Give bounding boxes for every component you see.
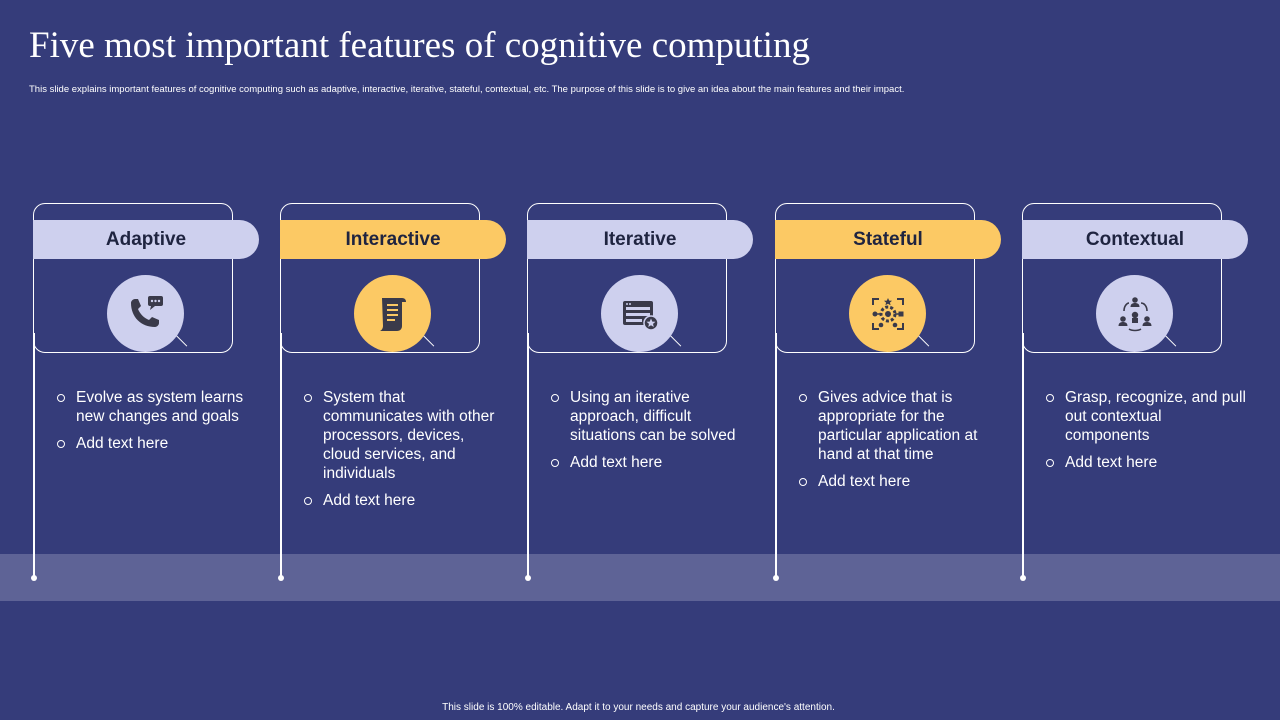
network-gear-icon — [849, 275, 926, 352]
card-frame — [527, 203, 727, 353]
point-text: System that communicates with other proc… — [323, 389, 495, 482]
feature-label-adaptive: Adaptive — [33, 220, 259, 259]
point-text: Add text here — [76, 435, 169, 452]
feature-label-iterative: Iterative — [527, 220, 753, 259]
point-text: Gives advice that is appropriate for the… — [818, 389, 978, 463]
browser-window-star-icon — [601, 275, 678, 352]
timeline-dot — [278, 575, 284, 581]
slide-footer: This slide is 100% editable. Adapt it to… — [442, 702, 835, 713]
timeline-line — [527, 333, 529, 578]
list-item: System that communicates with other proc… — [304, 388, 504, 483]
point-text: Grasp, recognize, and pull out contextua… — [1065, 389, 1246, 444]
point-text: Add text here — [1065, 454, 1158, 471]
feature-points: Using an iterative approach, difficult s… — [551, 388, 751, 480]
document-scroll-icon — [354, 275, 431, 352]
feature-label-stateful: Stateful — [775, 220, 1001, 259]
bullet-icon — [304, 497, 312, 505]
feature-points: System that communicates with other proc… — [304, 388, 504, 518]
timeline-dot — [525, 575, 531, 581]
point-text: Add text here — [818, 473, 911, 490]
phone-chat-icon — [107, 275, 184, 352]
point-text: Using an iterative approach, difficult s… — [570, 389, 736, 444]
slide-title: Five most important features of cognitiv… — [29, 25, 810, 66]
bottom-band — [0, 554, 1280, 601]
list-item: Using an iterative approach, difficult s… — [551, 388, 751, 445]
bullet-icon — [57, 440, 65, 448]
feature-card-contextual: Contextual Grasp, recognize, and pull ou… — [1020, 203, 1252, 588]
timeline-line — [33, 333, 35, 578]
feature-card-adaptive: Adaptive Evolve as system learns new cha… — [31, 203, 263, 588]
bullet-icon — [57, 394, 65, 402]
point-text: Evolve as system learns new changes and … — [76, 389, 244, 425]
list-item: Add text here — [304, 491, 504, 510]
feature-label-contextual: Contextual — [1022, 220, 1248, 259]
feature-points: Grasp, recognize, and pull out contextua… — [1046, 388, 1246, 480]
feature-card-iterative: Iterative Using an iterative approach, d… — [525, 203, 757, 588]
list-item: Gives advice that is appropriate for the… — [799, 388, 999, 464]
bullet-icon — [1046, 394, 1054, 402]
feature-label-interactive: Interactive — [280, 220, 506, 259]
list-item: Grasp, recognize, and pull out contextua… — [1046, 388, 1246, 445]
point-text: Add text here — [323, 492, 416, 509]
slide-subtitle: This slide explains important features o… — [29, 84, 905, 95]
timeline-line — [280, 333, 282, 578]
card-frame — [1022, 203, 1222, 353]
bullet-icon — [551, 394, 559, 402]
bullet-icon — [799, 478, 807, 486]
feature-points: Evolve as system learns new changes and … — [57, 388, 257, 461]
list-item: Add text here — [57, 434, 257, 453]
card-frame — [280, 203, 480, 353]
people-cycle-icon — [1096, 275, 1173, 352]
feature-points: Gives advice that is appropriate for the… — [799, 388, 999, 499]
point-text: Add text here — [570, 454, 663, 471]
timeline-dot — [773, 575, 779, 581]
bullet-icon — [551, 459, 559, 467]
card-frame — [33, 203, 233, 353]
list-item: Add text here — [1046, 453, 1246, 472]
bullet-icon — [304, 394, 312, 402]
timeline-dot — [31, 575, 37, 581]
feature-card-interactive: Interactive System that communicates wit… — [278, 203, 510, 588]
bullet-icon — [1046, 459, 1054, 467]
feature-card-stateful: Stateful Gives advice that is appropriat… — [773, 203, 1005, 588]
timeline-line — [775, 333, 777, 578]
list-item: Evolve as system learns new changes and … — [57, 388, 257, 426]
bullet-icon — [799, 394, 807, 402]
card-frame — [775, 203, 975, 353]
list-item: Add text here — [799, 472, 999, 491]
list-item: Add text here — [551, 453, 751, 472]
timeline-line — [1022, 333, 1024, 578]
timeline-dot — [1020, 575, 1026, 581]
